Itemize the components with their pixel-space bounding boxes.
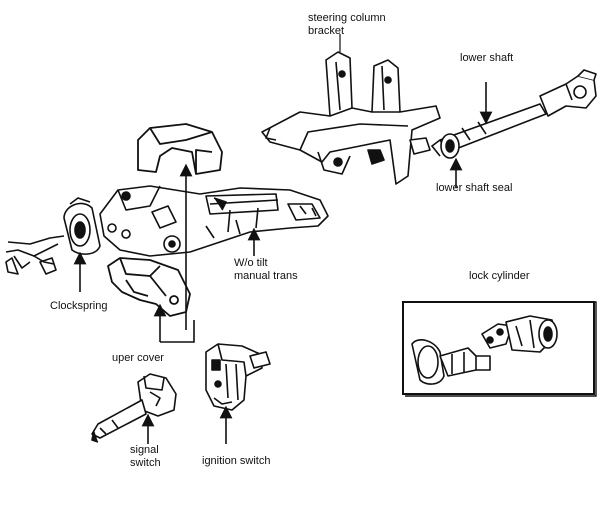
label-lock-cylinder: lock cylinder xyxy=(469,270,530,282)
column-housing xyxy=(99,185,329,257)
label-signal-switch-line1: signal xyxy=(130,444,159,456)
steering-column-bracket xyxy=(261,34,441,185)
label-lower-shaft-seal: lower shaft seal xyxy=(436,182,513,194)
leader-arrows xyxy=(73,82,493,444)
lock-cylinder-part xyxy=(411,315,558,385)
uper-cover xyxy=(107,257,191,317)
ignition-switch-part xyxy=(205,343,271,411)
signal-switch-part xyxy=(91,373,177,443)
label-ignition-switch: ignition switch xyxy=(202,455,271,467)
label-signal-switch-line2: switch xyxy=(130,457,161,469)
label-steering-column-bracket-line1: steering column xyxy=(308,12,386,24)
label-uper-cover: uper cover xyxy=(112,352,164,364)
label-lower-shaft: lower shaft xyxy=(460,52,514,64)
clockspring xyxy=(5,197,101,275)
label-steering-column-bracket-line2: bracket xyxy=(308,25,345,37)
label-wo-tilt-line2: manual trans xyxy=(234,270,298,282)
lower-shaft xyxy=(439,69,597,153)
lower-shaft-seal xyxy=(430,133,460,159)
label-wo-tilt-line1: W/o tilt xyxy=(234,257,268,269)
lock-cylinder-box xyxy=(402,301,597,397)
label-clockspring: Clockspring xyxy=(50,300,108,312)
column-shroud-top xyxy=(137,123,223,175)
